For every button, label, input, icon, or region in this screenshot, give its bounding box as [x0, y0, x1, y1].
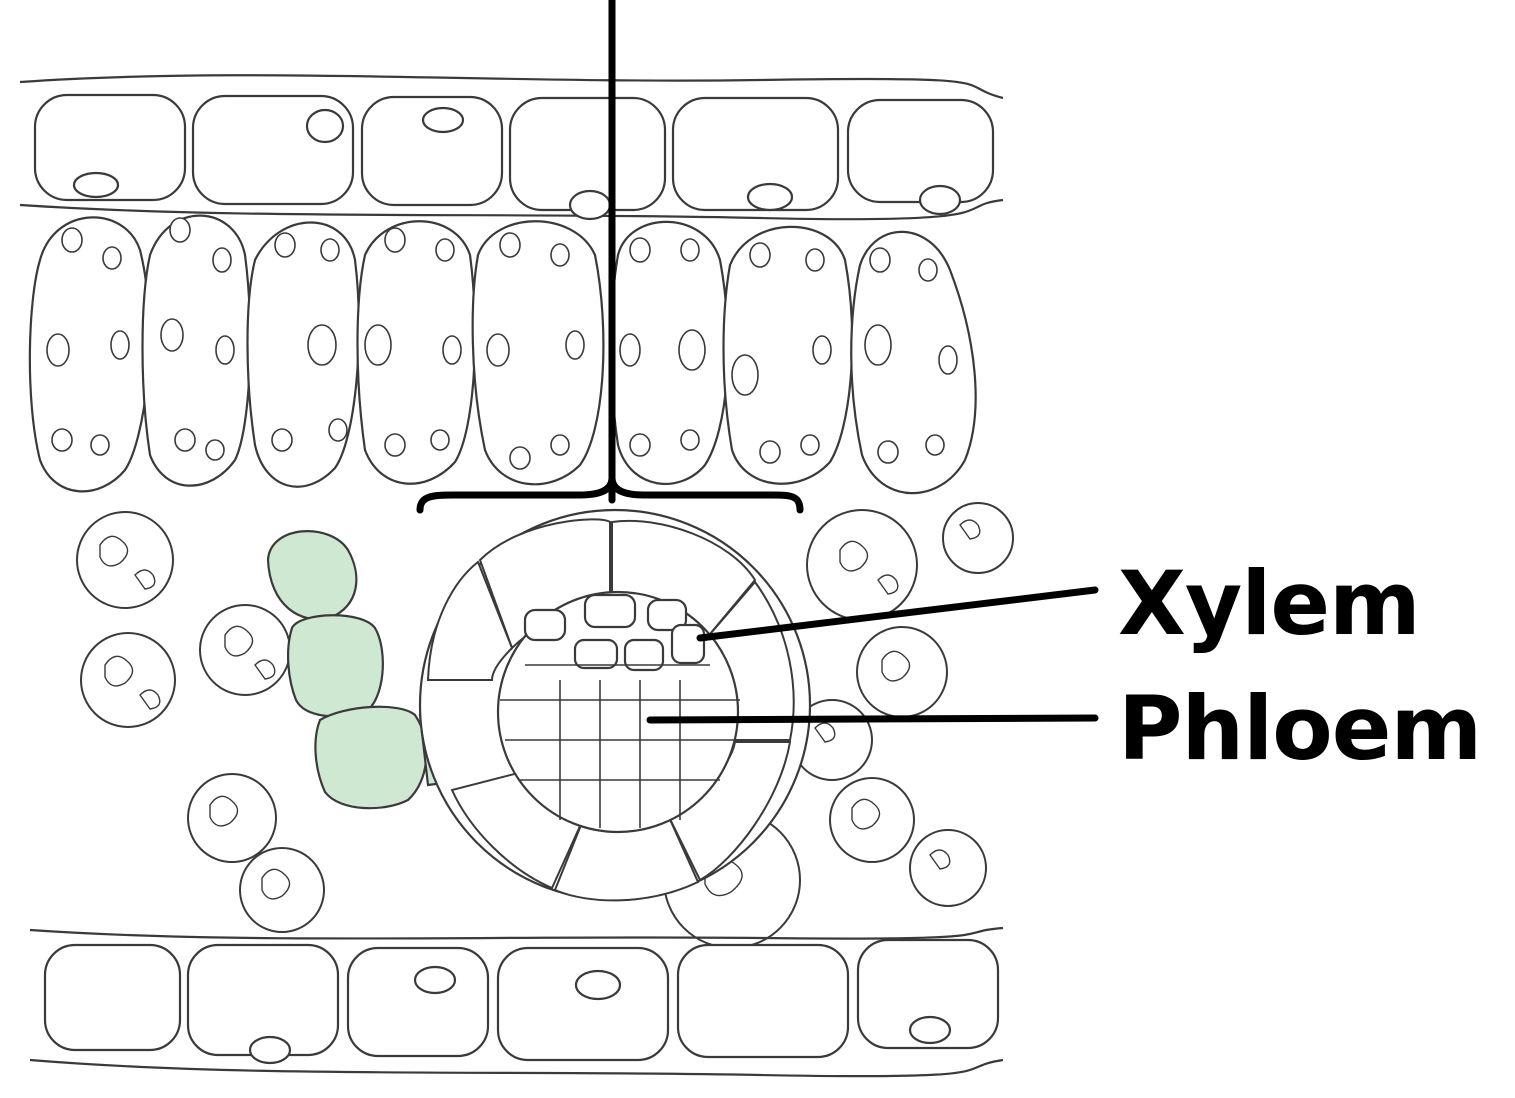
spongy-cell — [240, 848, 324, 932]
upper-epidermis-inner-edge — [20, 200, 1003, 219]
spongy-cell — [200, 605, 290, 695]
extension-cell — [315, 707, 426, 808]
lower-epidermis — [30, 928, 1003, 1076]
lower-epidermis-outer-edge — [30, 1060, 1003, 1076]
spongy-cell — [188, 774, 276, 862]
spongy-cell — [77, 512, 173, 608]
palisade-cell — [248, 223, 359, 487]
palisade-mesophyll — [30, 216, 976, 494]
spongy-cell — [830, 778, 914, 862]
extension-cell — [288, 615, 383, 716]
vascular-bundle — [420, 510, 810, 900]
lower-epidermis-cell — [498, 948, 668, 1060]
spongy-cell — [910, 830, 986, 906]
spongy-cell — [807, 510, 917, 620]
lower-epidermis-cell — [678, 945, 848, 1057]
upper-epidermis — [20, 75, 1003, 219]
extension-cell — [268, 531, 356, 619]
upper-epidermis-outer-edge — [20, 75, 1003, 98]
phloem-label: Phloem — [1118, 685, 1481, 773]
lower-epidermis-inner-edge — [30, 928, 1003, 939]
lower-epidermis-cell — [45, 945, 180, 1050]
spongy-cell — [943, 503, 1013, 573]
spongy-cell — [857, 627, 947, 717]
phloem-pointer-line — [650, 718, 1095, 720]
upper-epidermis-cell — [848, 100, 993, 202]
lower-epidermis-cell — [348, 948, 488, 1056]
xylem-label: Xylem — [1118, 560, 1420, 648]
